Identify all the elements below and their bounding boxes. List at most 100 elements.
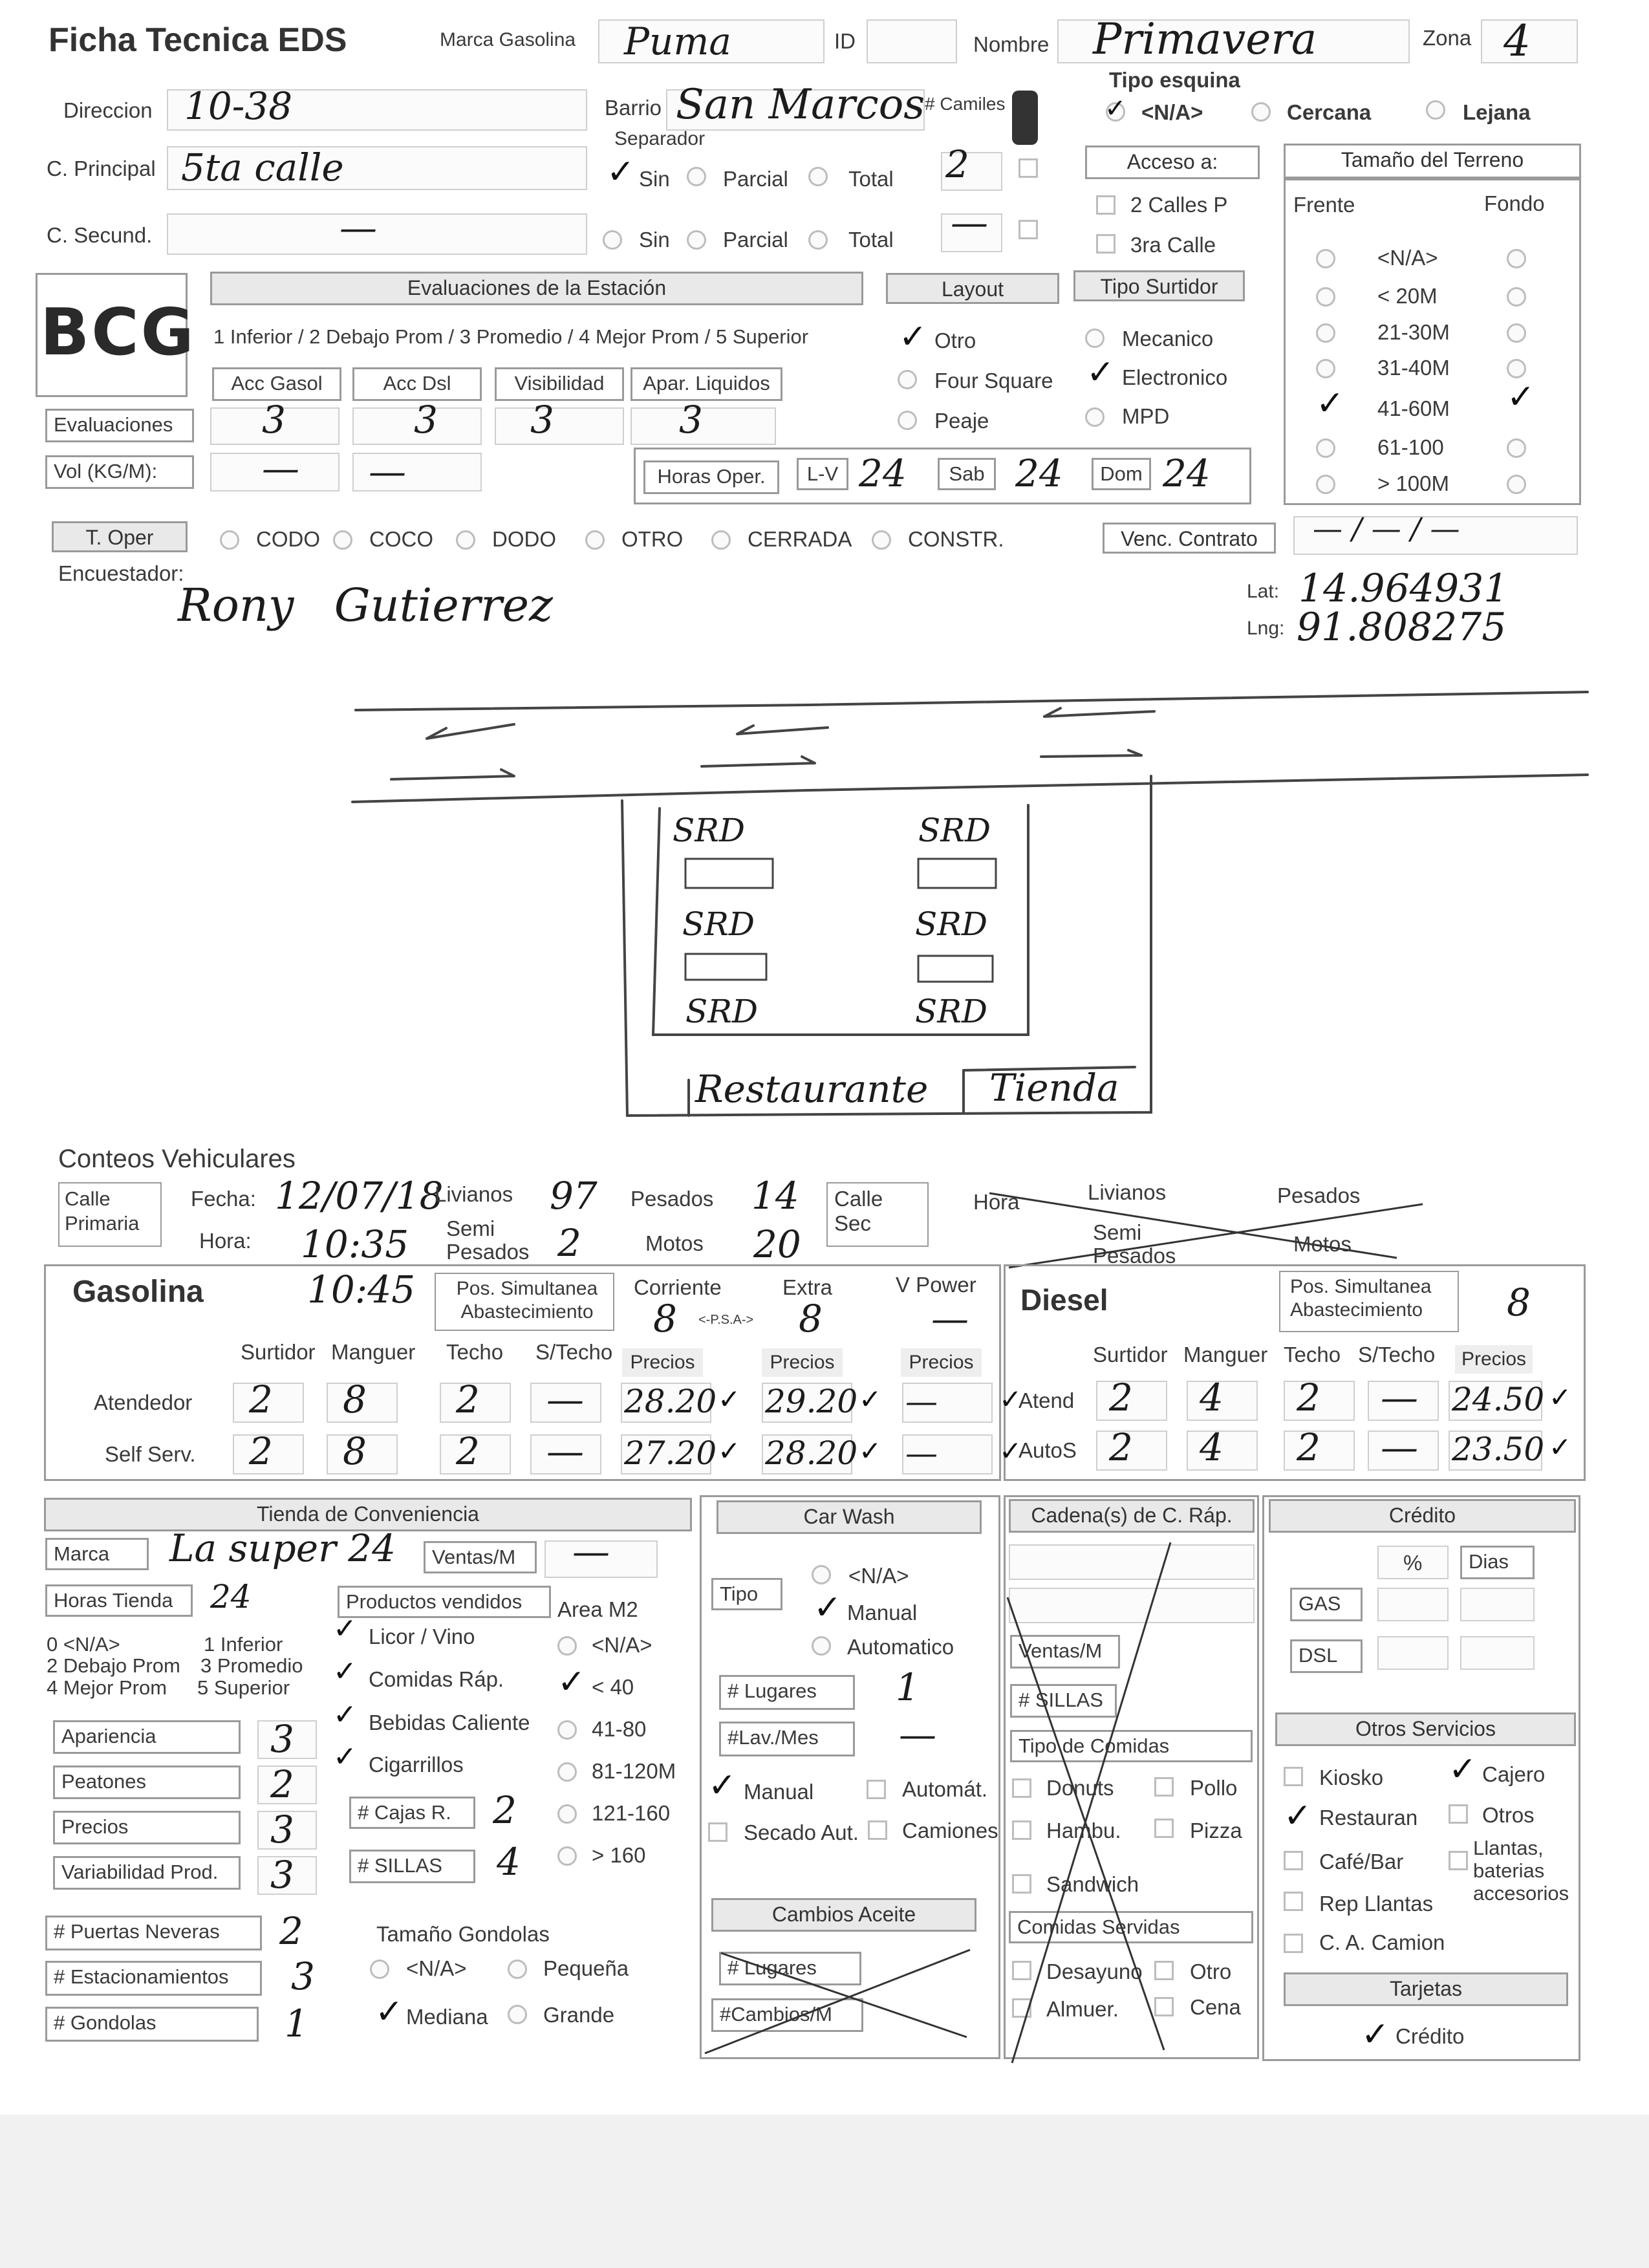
serv-almuer-check[interactable] <box>1012 1998 1031 2018</box>
diesel-cell[interactable] <box>1284 1381 1355 1421</box>
gasolina-cell[interactable] <box>530 1383 601 1423</box>
area-radio[interactable] <box>557 1846 577 1866</box>
surtidor-mecanico-radio[interactable] <box>1085 329 1105 348</box>
marca-field[interactable] <box>598 19 824 63</box>
gasolina-precio-field[interactable] <box>621 1434 711 1474</box>
acceso-3ra-check[interactable] <box>1096 234 1116 254</box>
surtidor-mpd-radio[interactable] <box>1085 407 1105 427</box>
gasolina-cell[interactable] <box>530 1434 601 1474</box>
frente-radio[interactable] <box>1316 287 1335 307</box>
principal-field[interactable] <box>167 146 587 190</box>
fondo-radio[interactable] <box>1507 359 1526 378</box>
gasolina-cell[interactable] <box>233 1434 304 1474</box>
otros-ca-camion-check[interactable] <box>1284 1934 1303 1953</box>
gasolina-cell[interactable] <box>440 1383 511 1423</box>
gasolina-precio-field[interactable] <box>902 1383 993 1423</box>
gasolina-precio-field[interactable] <box>902 1434 993 1474</box>
fondo-radio[interactable] <box>1507 438 1526 458</box>
credito-pct-field[interactable] <box>1377 1546 1449 1579</box>
diesel-cell[interactable] <box>1096 1381 1167 1421</box>
camiles-check-2[interactable] <box>1018 220 1038 239</box>
tienda-ventas-field[interactable] <box>544 1540 658 1578</box>
eval-field-3[interactable] <box>495 407 624 445</box>
tipo-donuts-check[interactable] <box>1012 1778 1031 1798</box>
carwash-opt-camiones-check[interactable] <box>868 1820 887 1840</box>
tipo-pollo-check[interactable] <box>1154 1777 1174 1797</box>
diesel-cell[interactable] <box>1368 1431 1439 1471</box>
t-oper-radio[interactable] <box>711 530 731 550</box>
sep2-sin-radio[interactable] <box>603 230 622 250</box>
otros-llantas-check[interactable] <box>1449 1851 1468 1870</box>
id-field[interactable] <box>867 19 957 63</box>
direccion-field[interactable] <box>167 89 587 131</box>
t-oper-radio[interactable] <box>333 530 352 550</box>
gasolina-cell[interactable] <box>233 1383 304 1423</box>
frente-radio[interactable] <box>1316 323 1335 343</box>
tipo-pizza-check[interactable] <box>1154 1819 1174 1838</box>
otros-rep-llantas-check[interactable] <box>1284 1892 1303 1911</box>
vol-field-2[interactable] <box>352 453 482 491</box>
carwash-auto-radio[interactable] <box>812 1636 831 1656</box>
gasolina-cell[interactable] <box>327 1383 398 1423</box>
gasolina-precio-field[interactable] <box>621 1383 711 1423</box>
t-oper-radio[interactable] <box>585 530 605 550</box>
cadena-field-1[interactable] <box>1009 1544 1255 1580</box>
credito-gas-pct[interactable] <box>1377 1588 1449 1621</box>
area-radio[interactable] <box>557 1762 577 1782</box>
area-radio[interactable] <box>557 1720 577 1740</box>
rating-field[interactable] <box>257 1856 317 1895</box>
sep1-total-radio[interactable] <box>808 167 828 186</box>
secund-field[interactable] <box>167 213 587 255</box>
tam-na-radio[interactable] <box>370 1960 389 1979</box>
credito-dsl-pct[interactable] <box>1377 1636 1449 1670</box>
diesel-cell[interactable] <box>1096 1431 1167 1471</box>
t-oper-radio[interactable] <box>456 530 475 550</box>
fondo-radio[interactable] <box>1507 287 1526 307</box>
diesel-cell[interactable] <box>1187 1431 1258 1471</box>
gasolina-cell[interactable] <box>327 1434 398 1474</box>
rating-field[interactable] <box>257 1720 317 1759</box>
diesel-precio-field[interactable] <box>1449 1431 1542 1471</box>
esquina-lejana-radio[interactable] <box>1426 100 1445 120</box>
acceso-2calles-check[interactable] <box>1096 195 1116 215</box>
nombre-field[interactable] <box>1057 19 1410 63</box>
tipo-sandwich-check[interactable] <box>1012 1874 1031 1894</box>
tipo-hambu-check[interactable] <box>1012 1820 1031 1840</box>
camiles-check-1[interactable] <box>1018 158 1038 178</box>
diesel-cell[interactable] <box>1284 1431 1355 1471</box>
gasolina-precio-field[interactable] <box>762 1383 852 1423</box>
serv-otro-check[interactable] <box>1154 1961 1174 1980</box>
area-radio[interactable] <box>557 1636 577 1656</box>
serv-desayuno-check[interactable] <box>1012 1961 1031 1980</box>
sep1-parcial-radio[interactable] <box>687 167 706 186</box>
area-radio[interactable] <box>557 1804 577 1824</box>
otros-cafe-check[interactable] <box>1284 1851 1303 1870</box>
esquina-cercana-radio[interactable] <box>1251 102 1271 122</box>
t-oper-radio[interactable] <box>220 530 239 550</box>
t-oper-radio[interactable] <box>872 530 891 550</box>
diesel-cell[interactable] <box>1368 1381 1439 1421</box>
eval-field-2[interactable] <box>352 407 482 445</box>
frente-radio[interactable] <box>1316 359 1335 378</box>
barrio-field[interactable] <box>666 89 925 131</box>
esquina-na-radio[interactable] <box>1106 102 1125 122</box>
carwash-opt-secado-check[interactable] <box>708 1822 727 1842</box>
diesel-precio-field[interactable] <box>1449 1381 1542 1421</box>
fondo-radio[interactable] <box>1507 475 1526 494</box>
layout-foursquare-radio[interactable] <box>898 370 917 389</box>
serv-cena-check[interactable] <box>1154 1997 1174 2016</box>
gasolina-precio-field[interactable] <box>762 1434 852 1474</box>
rating-field[interactable] <box>257 1766 317 1804</box>
layout-peaje-radio[interactable] <box>898 411 917 430</box>
credito-gas-dias[interactable] <box>1460 1588 1535 1621</box>
camiles-field-2[interactable] <box>941 213 1002 252</box>
vol-field-1[interactable] <box>210 453 339 491</box>
camiles-field-1[interactable] <box>941 152 1002 191</box>
fondo-radio[interactable] <box>1507 323 1526 343</box>
otros-kiosko-check[interactable] <box>1284 1767 1303 1786</box>
sep2-parcial-radio[interactable] <box>687 230 706 250</box>
otros-otros-check[interactable] <box>1449 1804 1468 1824</box>
credito-dsl-dias[interactable] <box>1460 1636 1535 1670</box>
cadena-field-2[interactable] <box>1009 1588 1255 1623</box>
fondo-radio[interactable] <box>1507 249 1526 268</box>
